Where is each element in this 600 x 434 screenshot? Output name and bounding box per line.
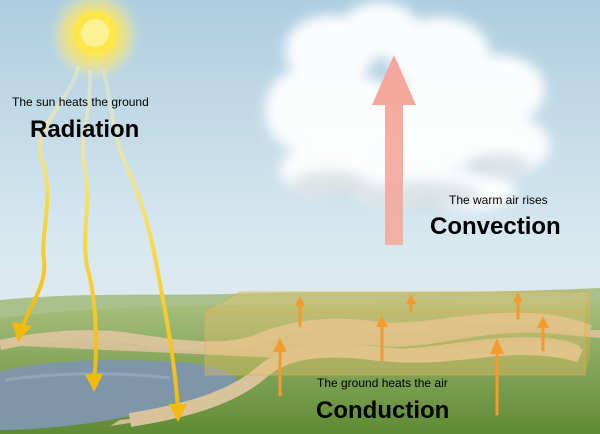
path-lower (128, 340, 583, 427)
conduction-arrow-3 (490, 338, 504, 416)
conduction-arrow-6 (406, 294, 416, 312)
conduction-arrow-2 (376, 315, 388, 362)
conduction-arrows (273, 292, 549, 416)
convection-arrow (372, 55, 416, 245)
radiation-title: Radiation (30, 116, 140, 143)
radiation-arrowhead-1 (12, 322, 32, 342)
radiation-ray-2 (81, 70, 98, 382)
radiation-arrowhead-3 (169, 404, 187, 422)
convection-caption: The warm air rises (449, 193, 548, 207)
conduction-caption: The ground heats the air (317, 376, 448, 390)
conduction-title: Conduction (316, 397, 450, 424)
radiation-arrowhead-2 (85, 374, 103, 392)
radiation-caption: The sun heats the ground (12, 95, 149, 109)
lake (0, 360, 238, 430)
radiation-rays (20, 66, 180, 412)
warm-air-box (204, 291, 591, 376)
convection-title: Convection (430, 213, 561, 240)
conduction-arrow-1 (273, 338, 287, 397)
conduction-arrow-4 (537, 316, 549, 352)
radiation-ray-3 (102, 70, 180, 412)
radiation-ray-1 (20, 66, 80, 330)
conduction-arrow-7 (513, 292, 523, 320)
radiation-arrowheads (12, 322, 187, 422)
conduction-arrow-5 (295, 296, 305, 328)
